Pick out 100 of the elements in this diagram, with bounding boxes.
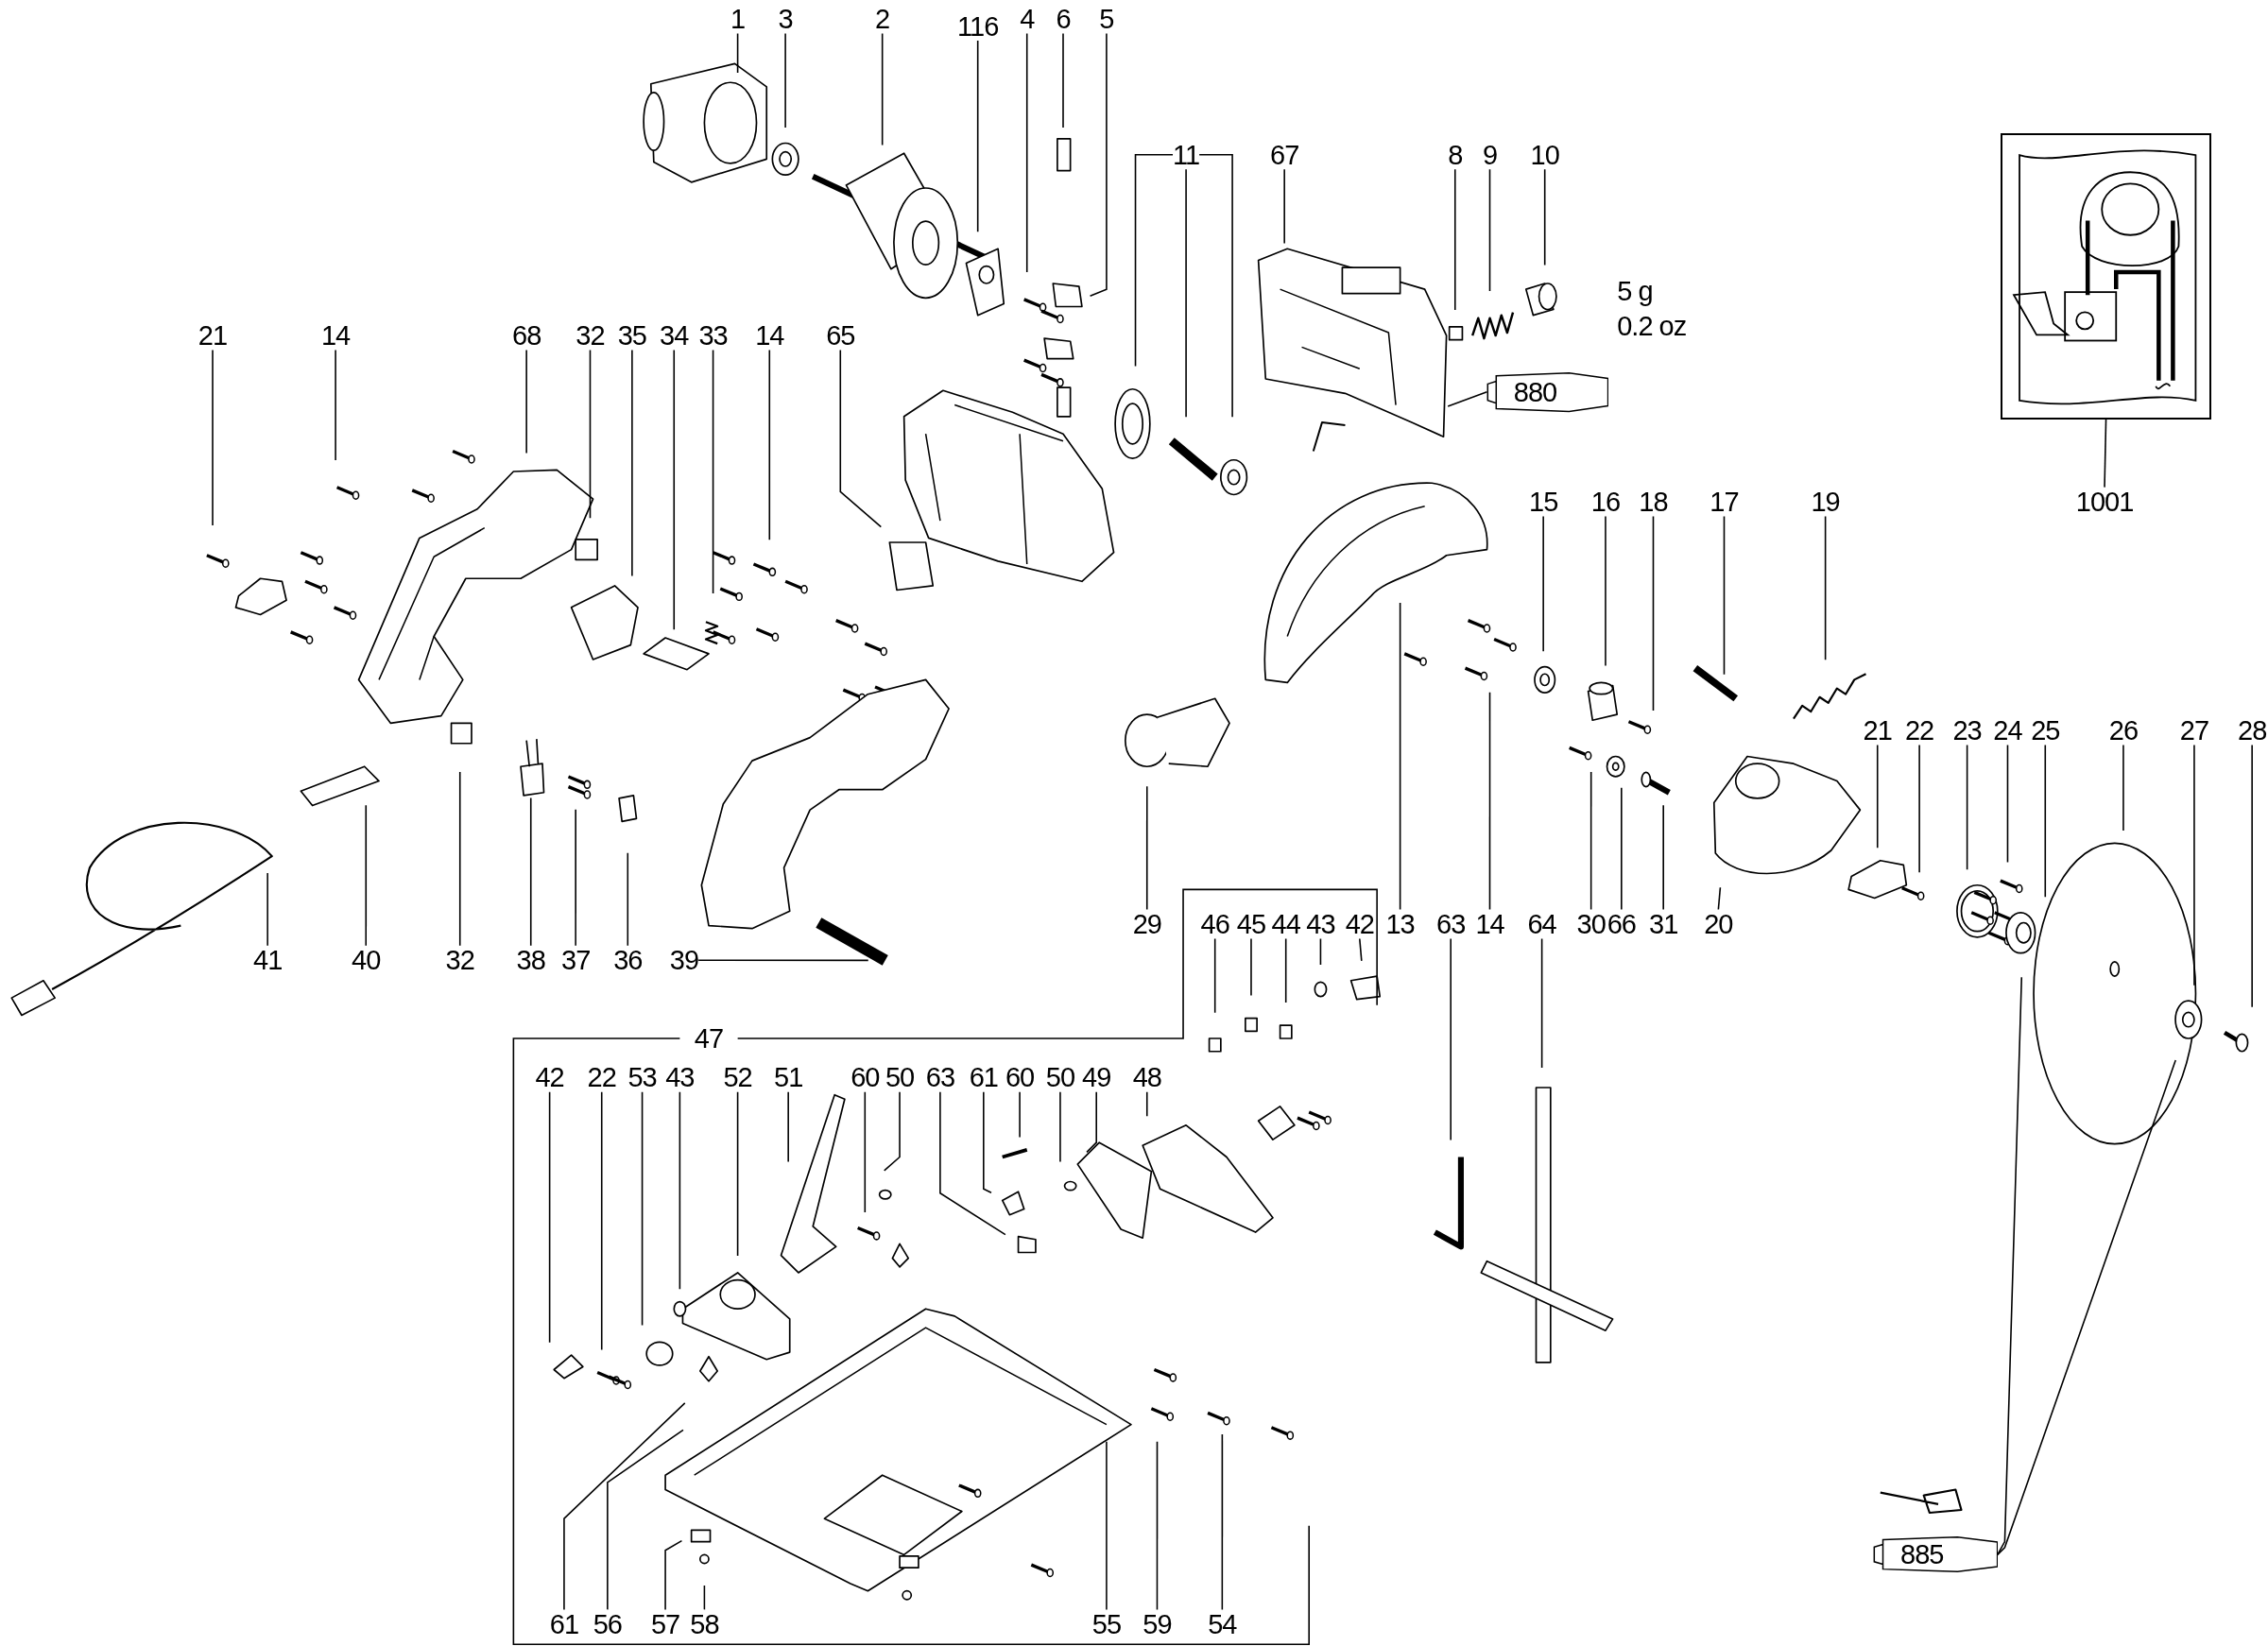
leader-line [1488,692,1491,911]
leader-line [1447,390,1488,407]
callout-number: 50 [885,1062,915,1092]
callout-number: 16 [1590,487,1621,517]
leader-line [1918,744,1920,874]
leader-line [1966,744,1968,871]
callout-number: 61 [969,1062,998,1092]
leader-line [1059,1091,1061,1163]
leader-line [1185,168,1187,418]
callout-number: 59 [1143,1609,1172,1639]
callout-number: 22 [587,1062,616,1092]
callout-number: 26 [2108,715,2139,746]
leader-line [1284,937,1287,1003]
callout-number: 21 [1863,715,1892,746]
callout-number: 37 [561,945,591,975]
leader-line [1025,32,1028,273]
callout-number: 4 [1020,4,1035,34]
callout-number: 58 [690,1609,719,1639]
callout-number: 32 [445,945,474,975]
leader-line [1358,937,1363,962]
callout-number: 60 [850,1062,880,1092]
leader-line [1621,787,1623,911]
callout-number: 33 [698,320,728,351]
leader-line [631,349,633,577]
leader-line [627,851,629,947]
leader-line [679,1091,681,1290]
callout-number: 13 [1385,909,1415,939]
callout-number: 35 [617,320,646,351]
leader-line [212,349,214,526]
leader-line [1319,937,1322,966]
leader-line [600,1091,603,1351]
callout-number: 40 [352,945,381,975]
callout-number: 63 [925,1062,954,1092]
leader-line [697,959,869,962]
callout-number: 54 [1208,1609,1237,1639]
leader-line [1062,32,1064,129]
tube-label: 885 [1900,1540,1944,1569]
leader-line [563,1402,686,1611]
callout-number: 36 [613,945,643,975]
leader-line [1198,153,1233,418]
leader-line [2044,744,2047,899]
callout-number: 42 [535,1062,564,1092]
callout-number: 41 [253,945,283,975]
leader-line [1652,515,1655,712]
leader-line [2251,744,2253,1008]
callout-number: 60 [1005,1062,1035,1092]
callout-number: 29 [1132,909,1161,939]
leader-line [673,349,676,630]
callout-number: 63 [1436,909,1466,939]
leader-line [976,40,979,233]
leader-line [1213,937,1216,1014]
callout-number: 66 [1606,909,1636,939]
callout-number: 14 [320,320,351,351]
callout-number: 32 [576,320,605,351]
leader-line [525,349,527,454]
leader-line [1221,1433,1224,1611]
leader-line [2104,419,2107,489]
callout-number: 1001 [2075,487,2134,517]
callout-number: 45 [1236,909,1266,939]
callout-number: 57 [650,1609,680,1639]
leader-line [2122,744,2124,832]
leader-line [1134,153,1174,368]
callout-number: 38 [516,945,545,975]
callout-number: 21 [198,320,228,351]
leader-line [1156,1440,1159,1611]
leader-line [641,1091,644,1327]
leader-line [1540,937,1543,1069]
callout-number: 14 [1475,909,1504,939]
quantity-note: 0.2 oz [1617,312,1687,340]
leader-line [712,349,714,594]
callout-number: 19 [1811,487,1840,517]
leader-line [1662,804,1664,911]
callout-number: 43 [1306,909,1335,939]
leader-line [365,804,368,947]
leader-line [266,872,268,947]
callout-number: 52 [723,1062,752,1092]
leader-line [1106,1440,1108,1611]
leader-line [1876,744,1879,849]
leader-line [939,1091,1006,1236]
leader-line [664,1539,683,1611]
callout-number: 30 [1576,909,1606,939]
callout-number: 61 [549,1609,579,1639]
leader-line [1996,1059,2176,1556]
callout-number: 56 [593,1609,622,1639]
callout-number: 47 [694,1024,724,1053]
leader-line [881,32,884,146]
leader-line [1605,515,1606,667]
wiring-inset-panel [2000,132,2212,420]
callout-number: 8 [1448,140,1463,170]
callout-number: 24 [1993,715,2022,746]
callout-number: 6 [1056,4,1071,34]
leader-line [1145,785,1148,911]
leader-line [1543,168,1546,266]
leader-line [1086,1091,1097,1154]
callout-number: 64 [1527,909,1556,939]
callout-number: 65 [826,320,855,351]
leader-line [548,1091,551,1344]
callout-number: 23 [1952,715,1982,746]
leader-line [983,1091,992,1194]
leader-line [458,771,461,947]
